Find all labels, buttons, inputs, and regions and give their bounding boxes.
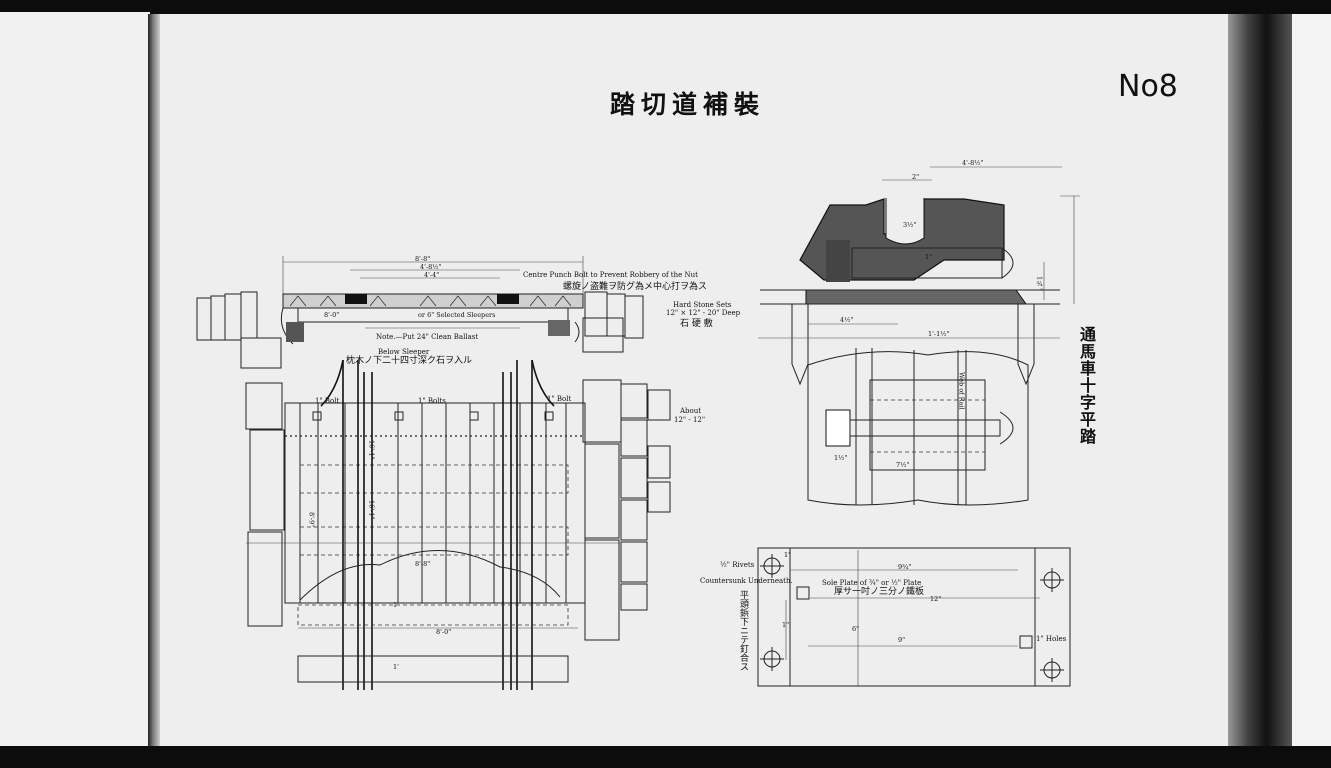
centre-punch-note: Centre Punch Bolt to Prevent Robbery of … xyxy=(523,271,698,279)
bolt-plan-drawing xyxy=(807,348,1029,506)
dim-plan-3: 8'-9" xyxy=(307,512,316,528)
bolts-mid-label: 1" Bolts xyxy=(418,397,446,405)
countersunk-label: Countersunk Underneath. xyxy=(700,577,793,585)
sole-dim-6: 1" xyxy=(784,551,792,559)
book-gutter xyxy=(148,14,160,748)
bolt-dim-2: 7½" xyxy=(896,461,910,469)
scan-top-border xyxy=(0,0,1331,14)
hard-stone-size: 12" × 12" - 20" Deep xyxy=(666,309,741,317)
adjust-size: 12" - 12" xyxy=(674,416,706,424)
centre-punch-note-jp: 螺旋ノ盗難ヲ防グ為メ中心打ヲ為ス xyxy=(563,282,708,292)
bolt-left-label: 1" Bolt xyxy=(315,397,340,405)
ballast-note: Note.—Put 24" Clean Ballast xyxy=(376,333,479,341)
page-title: 踏切道補裝 xyxy=(610,90,766,119)
sole-dim-2: 12" xyxy=(930,595,942,603)
dim-sleeper: 8'-0" xyxy=(324,311,340,319)
dim-plan-7: 1' xyxy=(393,663,399,671)
rail-dim-bolt: 1" xyxy=(925,253,933,261)
sole-plate-title-jp: 厚サ一吋ノ三分ノ鐵板 xyxy=(834,587,925,597)
hard-stone-jp: 石 硬 敷 xyxy=(680,319,713,329)
rail-dim-base: 4½" xyxy=(840,316,854,324)
dim-inner: 4'-4" xyxy=(424,271,440,279)
adjust-label: About xyxy=(680,407,702,415)
bolt-right-label: 1" Bolt xyxy=(547,395,572,403)
sole-plate-title: Sole Plate of ¾" or ½" Plate xyxy=(822,579,922,587)
web-of-rail-label: Web of Rail xyxy=(957,372,966,410)
sole-dim-4: 1" xyxy=(782,621,790,629)
sole-dim-1: 9¾" xyxy=(898,563,912,571)
page-edge-right xyxy=(1228,14,1292,748)
hard-stone-label: Hard Stone Sets xyxy=(673,301,732,309)
holes-label: 1" Holes xyxy=(1036,635,1067,643)
sole-dim-5: 6" xyxy=(852,625,860,633)
dim-gauge: 4'-8½" xyxy=(420,263,442,271)
rivets-jp: 平頭鋲下ニテ釘合ス xyxy=(738,590,748,671)
rail-dim-head: 2" xyxy=(912,173,920,181)
sole-dim-3: 9" xyxy=(898,636,906,644)
dim-plan-1: 16'-1" xyxy=(367,440,376,460)
side-caption: 通馬車十字平踏 xyxy=(1077,326,1096,445)
drawing-page xyxy=(160,14,1230,748)
sole-plate-drawing xyxy=(757,547,1071,687)
dim-plan-5: 8'-0" xyxy=(436,628,452,636)
dim-plan-6: 1' xyxy=(393,601,399,609)
sleeper-label: or 6" Selected Sleepers xyxy=(418,311,496,319)
below-sleeper-label: Below Sleeper xyxy=(378,348,430,356)
rail-dim-overall: 1'-1½" xyxy=(928,330,950,338)
rail-dim-depth: 1¾" xyxy=(1035,276,1044,292)
dim-plan-2: 16'-1" xyxy=(367,500,376,520)
below-sleeper-jp: 枕木ノ下二十四寸深ク石ヲ入ル xyxy=(346,356,473,366)
plan-view-drawing xyxy=(245,359,671,690)
plate-number: No8 xyxy=(1118,69,1178,104)
dim-overall-width: 8'-8" xyxy=(415,255,431,263)
cross-section-drawing xyxy=(196,256,644,369)
left-page xyxy=(0,12,150,748)
bolt-dim-1: 1½" xyxy=(834,454,848,462)
rivets-label: ½" Rivets xyxy=(720,561,755,569)
rail-section-drawing xyxy=(758,166,1080,386)
scan-bottom-border xyxy=(0,746,1331,768)
rail-dim-web: 3½" xyxy=(903,221,917,229)
right-page xyxy=(1292,14,1331,748)
dim-plan-4: 8'-8" xyxy=(415,560,431,568)
rail-dim-gauge: 4'-8½" xyxy=(962,159,984,167)
